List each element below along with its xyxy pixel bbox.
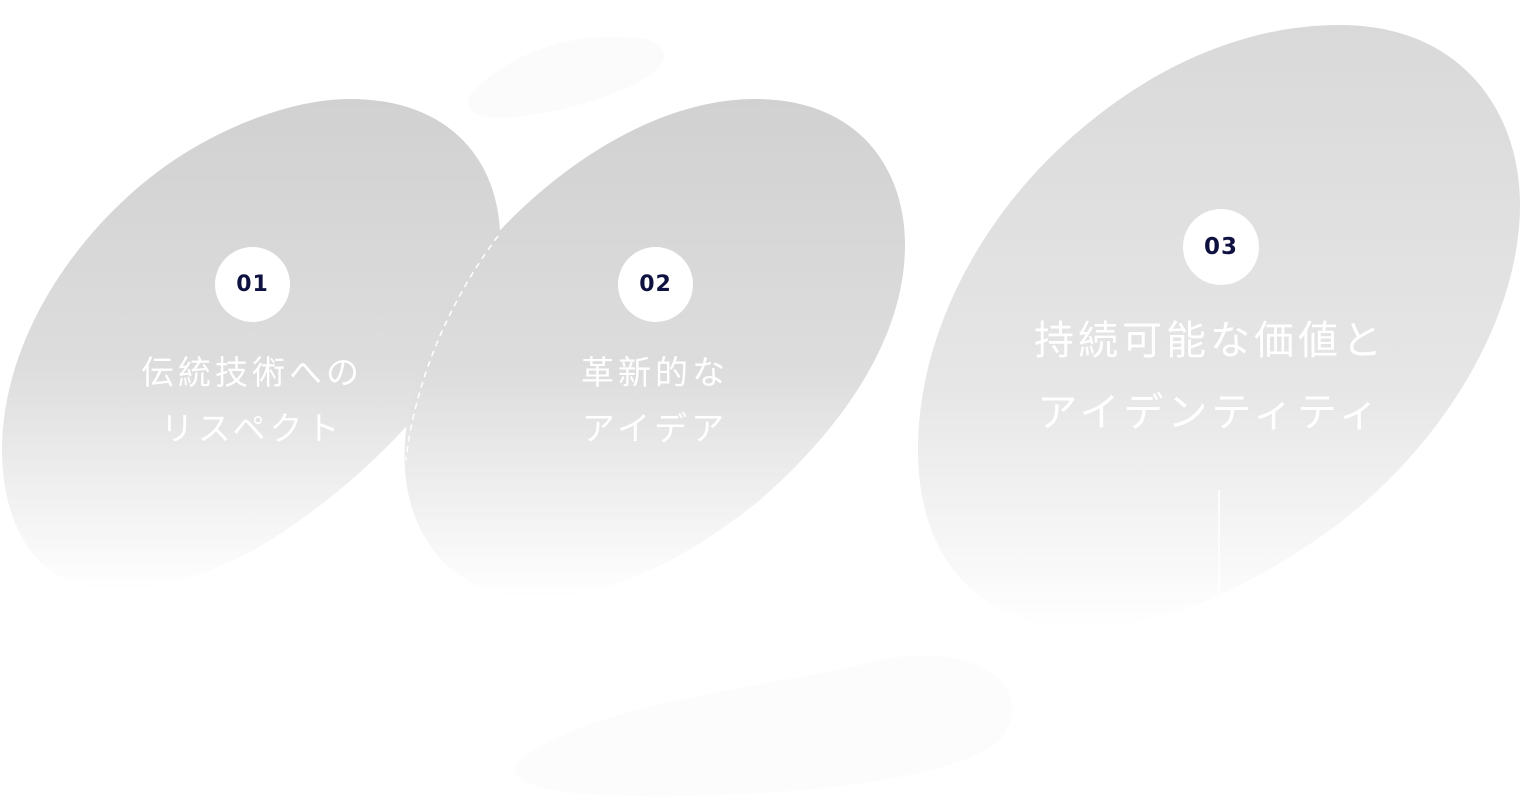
dashed-connector: [405, 235, 499, 461]
label-03-line-1: 持続可能な価値と: [1034, 318, 1386, 364]
label-03: 持続可能な価値と アイデンティティ: [1010, 305, 1410, 449]
label-01: 伝統技術への リスペクト: [112, 345, 392, 457]
label-01-line-1: 伝統技術への: [141, 353, 363, 392]
blob-01: [2, 99, 501, 590]
label-01-line-2: リスペクト: [160, 409, 344, 448]
blob-03: [918, 25, 1520, 629]
badge-03: 03: [1183, 209, 1259, 285]
badge-02: 02: [618, 247, 693, 322]
ghost-blob-bottom: [514, 655, 1013, 797]
badge-01: 01: [215, 247, 290, 322]
label-03-line-2: アイデンティティ: [1037, 390, 1383, 436]
label-02-line-1: 革新的な: [581, 353, 729, 392]
label-02: 革新的な アイデア: [515, 345, 795, 457]
label-02-line-2: アイデア: [581, 409, 729, 448]
ghost-blob-top: [468, 36, 665, 118]
blob-02: [404, 99, 905, 599]
